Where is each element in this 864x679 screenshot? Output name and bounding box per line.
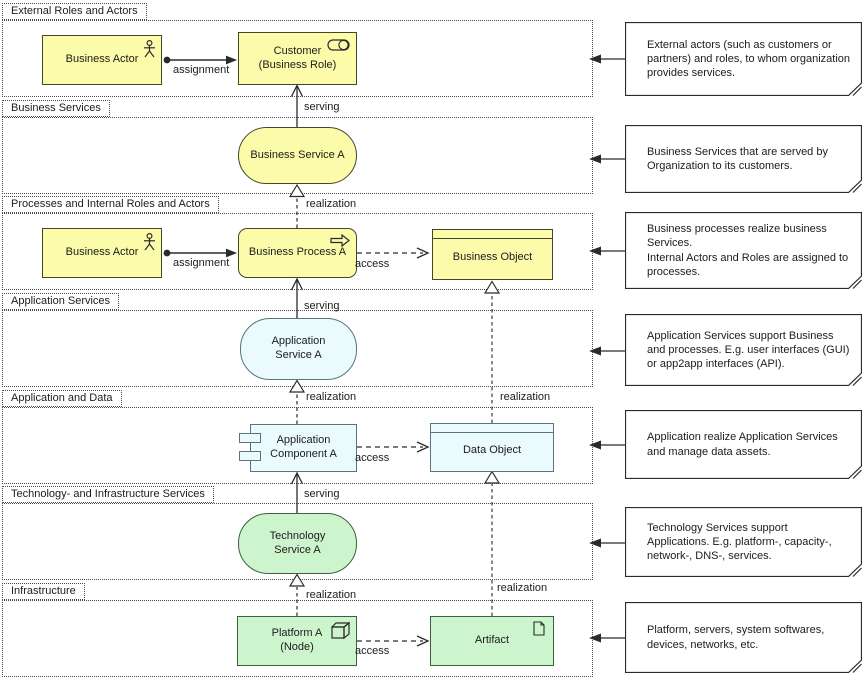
platform-node-label: Platform A (Node) (271, 627, 323, 653)
assignment-label-1: assignment (173, 64, 230, 76)
note-application-services: Application Services support Business an… (625, 314, 862, 386)
access-label-1: access (355, 258, 390, 270)
application-component-box: Application Component A (239, 424, 357, 472)
realization-label-4: realization (306, 589, 357, 601)
business-actor-label-1: Business Actor (65, 53, 139, 66)
note-shape (625, 314, 862, 386)
serving-label-2: serving (304, 300, 340, 312)
realization-connector-3 (483, 280, 501, 423)
node-cube-icon (331, 622, 350, 639)
note-shape (625, 507, 862, 577)
note-shape (625, 602, 862, 673)
note-technology-services: Technology Services support Applications… (625, 507, 862, 577)
actor-icon (144, 233, 155, 251)
business-object-box: Business Object (432, 229, 553, 280)
artifact-page-icon (533, 621, 545, 636)
access-label-3: access (355, 645, 390, 657)
note-text: Business processes realize business Serv… (647, 222, 849, 278)
assignment-connector-1 (163, 55, 237, 65)
realization-connector-1 (288, 183, 306, 228)
data-object-box: Data Object (430, 423, 554, 472)
application-service-label: Application Service A (271, 335, 326, 361)
note-arrow-6 (589, 538, 625, 548)
object-header-strip (431, 424, 553, 433)
application-service-box: Application Service A (240, 318, 357, 380)
access-connector-1 (357, 247, 430, 259)
business-process-box: Business Process A (238, 228, 357, 278)
note-arrow-1 (589, 54, 625, 64)
realization-label-3: realization (500, 391, 551, 403)
customer-role-label: Customer (Business Role) (258, 44, 337, 71)
platform-node-box: Platform A (Node) (237, 616, 357, 666)
access-connector-3 (357, 635, 430, 647)
note-infrastructure: Platform, servers, system softwares, dev… (625, 602, 862, 673)
realization-label-1: realization (306, 198, 357, 210)
note-business-services: Business Services that are served by Org… (625, 125, 862, 193)
realization-connector-2 (288, 379, 306, 424)
assignment-label-2: assignment (173, 257, 230, 269)
component-tab-icon (239, 433, 261, 443)
business-actor-label-2: Business Actor (65, 246, 139, 259)
business-actor-box-1: Business Actor (42, 35, 162, 85)
note-text: Business Services that are served by Org… (647, 145, 828, 172)
note-external-actors: External actors (such as customers or pa… (625, 22, 862, 96)
note-text: Application Services support Business an… (647, 329, 850, 371)
realization-label-2: realization (306, 391, 357, 403)
layer-label-external-roles: External Roles and Actors (2, 3, 147, 20)
business-object-label: Business Object (452, 251, 533, 264)
layer-label-technology-services: Technology- and Infrastructure Services (2, 486, 214, 503)
note-text: Technology Services support Applications… (647, 521, 832, 563)
technology-service-label: Technology Service A (269, 529, 326, 556)
layer-label-business-services: Business Services (2, 100, 110, 117)
note-arrow-7 (589, 633, 625, 643)
layer-label-processes: Processes and Internal Roles and Actors (2, 196, 219, 213)
serving-label-3: serving (304, 488, 340, 500)
component-tab-icon (239, 451, 261, 461)
layer-label-application-data: Application and Data (2, 390, 122, 407)
business-service-box: Business Service A (238, 127, 357, 184)
note-arrow-2 (589, 154, 625, 164)
application-component-label: Application Component A (270, 434, 337, 460)
note-shape (625, 125, 862, 193)
actor-icon (144, 40, 155, 58)
note-text: Platform, servers, system softwares, dev… (647, 624, 825, 651)
note-application-data: Application realize Application Services… (625, 410, 862, 479)
note-processes: Business processes realize business Serv… (625, 212, 862, 289)
business-actor-box-2: Business Actor (42, 228, 162, 278)
process-icon (330, 234, 350, 247)
serving-connector-2 (290, 277, 304, 318)
business-process-label: Business Process A (248, 246, 347, 259)
serving-connector-1 (290, 84, 304, 127)
realization-connector-4 (288, 573, 306, 616)
note-arrow-5 (589, 440, 625, 450)
realization-label-5: realization (497, 582, 548, 594)
technology-service-box: Technology Service A (238, 513, 357, 574)
note-shape (625, 410, 862, 479)
realization-connector-5 (483, 470, 501, 616)
serving-connector-3 (290, 471, 304, 513)
note-shape (625, 212, 862, 289)
note-arrow-3 (589, 246, 625, 256)
serving-label-1: serving (304, 101, 340, 113)
role-icon (327, 39, 350, 51)
assignment-connector-2 (163, 248, 237, 258)
layer-label-application-services: Application Services (2, 293, 120, 310)
note-text: Application realize Application Services… (647, 431, 838, 458)
access-connector-2 (357, 441, 430, 453)
note-shape (625, 22, 862, 96)
access-label-2: access (355, 452, 390, 464)
note-arrow-4 (589, 346, 625, 356)
object-header-strip (433, 230, 552, 239)
artifact-box: Artifact (430, 616, 554, 666)
customer-role-box: Customer (Business Role) (238, 32, 357, 85)
layer-label-infrastructure: Infrastructure (2, 583, 85, 600)
data-object-label: Data Object (462, 444, 522, 457)
business-service-label: Business Service A (250, 148, 345, 161)
note-text: External actors (such as customers or pa… (647, 38, 850, 80)
artifact-label: Artifact (474, 634, 510, 647)
